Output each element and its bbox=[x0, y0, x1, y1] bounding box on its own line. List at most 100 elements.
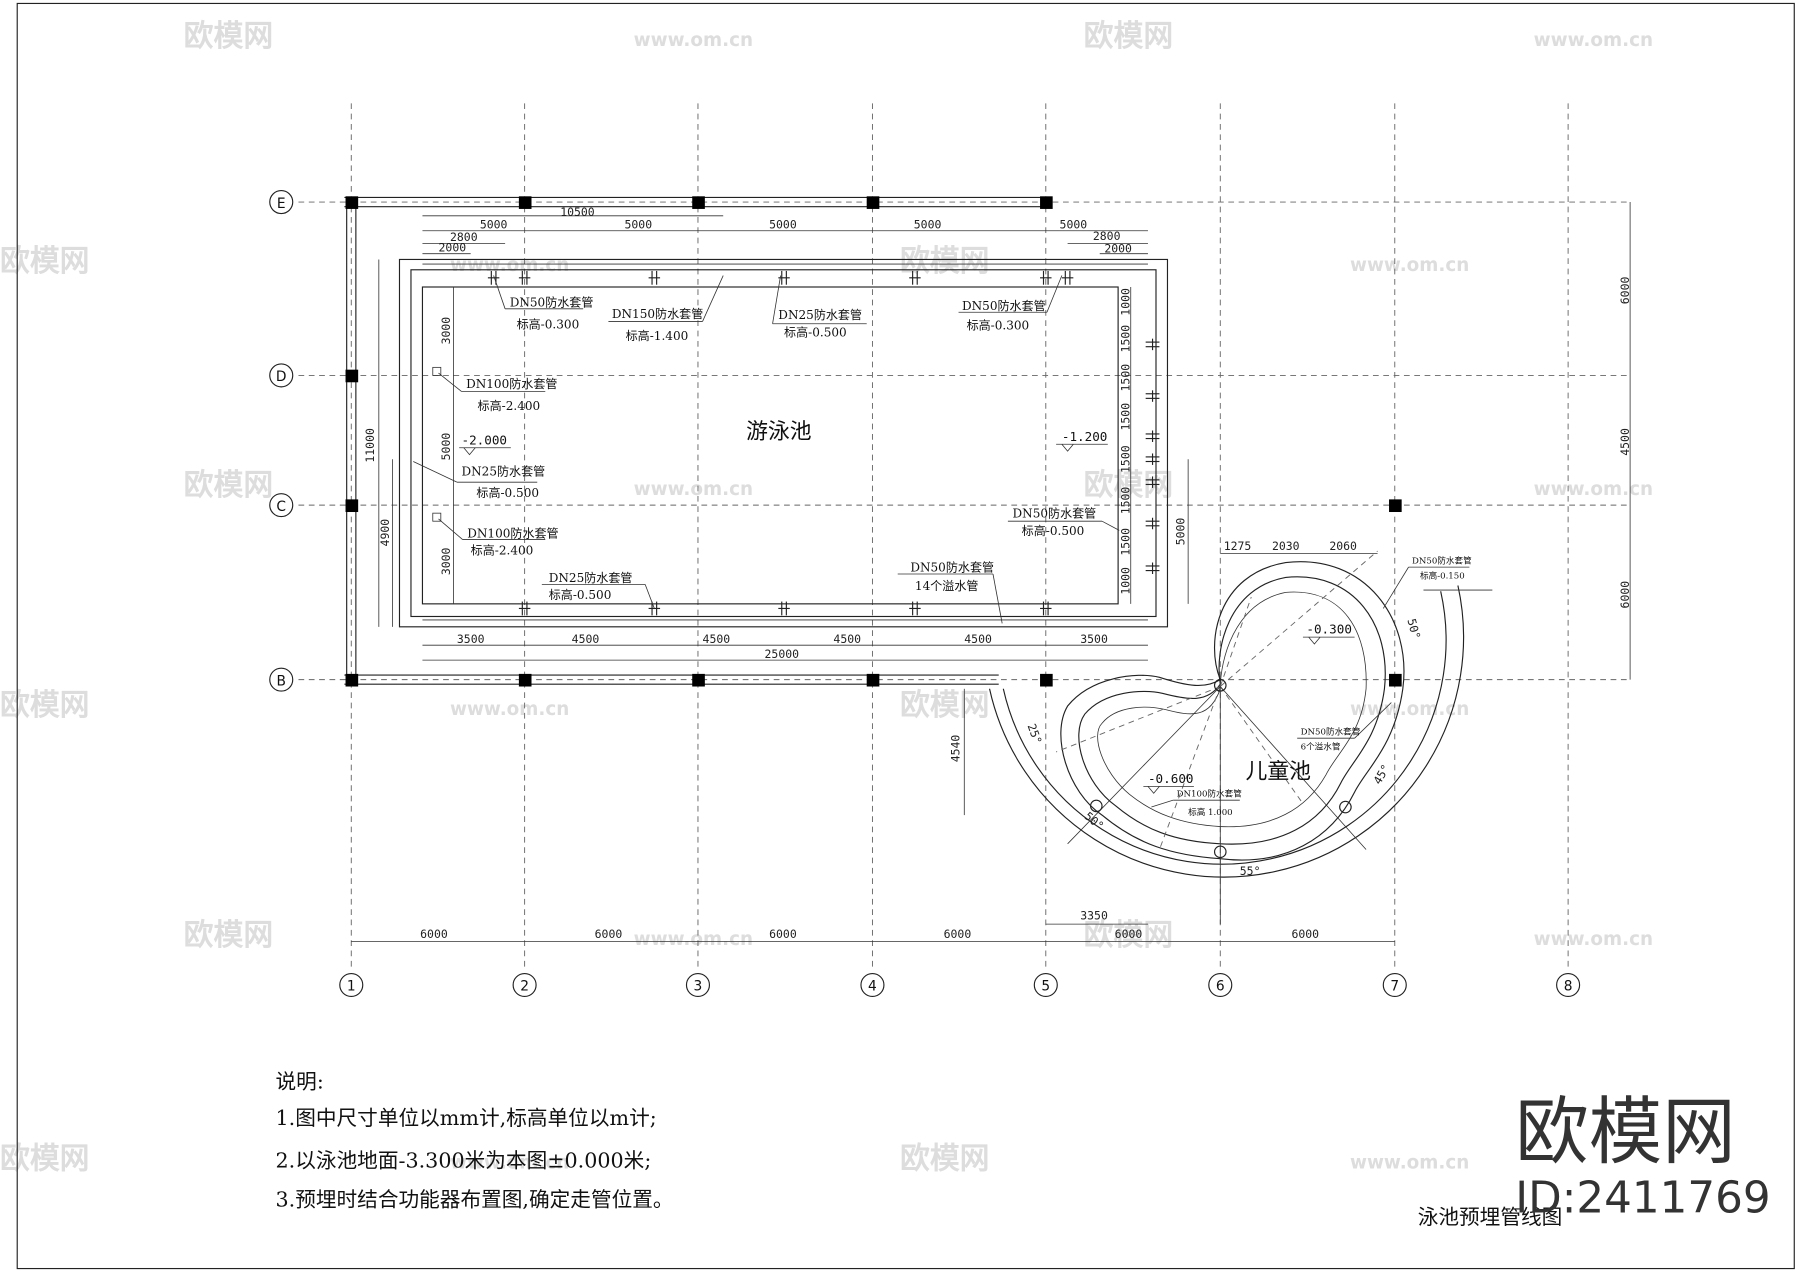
dim-top-right: 2800 bbox=[1093, 229, 1121, 243]
angle-label: 55° bbox=[1240, 864, 1261, 878]
dimension-texts: 10500 5000 5000 5000 5000 5000 2800 2000… bbox=[363, 205, 1632, 941]
angle-label: 25° bbox=[1025, 722, 1045, 746]
axis-row-e: E bbox=[277, 196, 286, 212]
dim-left: 11000 bbox=[363, 428, 377, 463]
watermark-tile: 欧模网 bbox=[1084, 468, 1173, 503]
note-item: 1.图中尺寸单位以mm计,标高单位以m计; bbox=[276, 1106, 657, 1130]
watermark-tile: www.om.cn bbox=[1534, 929, 1653, 950]
watermark-tile: 欧模网 bbox=[0, 688, 89, 723]
svg-text:DN150防水套管: DN150防水套管 bbox=[612, 306, 703, 321]
watermark-tile: www.om.cn bbox=[634, 479, 753, 500]
watermark-tile: www.om.cn bbox=[1350, 255, 1469, 276]
dim-pool-right: 1500 bbox=[1119, 364, 1133, 392]
notes: 说明: 1.图中尺寸单位以mm计,标高单位以m计; 2.以泳池地面-3.300米… bbox=[276, 1069, 674, 1211]
watermark-tile: www.om.cn bbox=[634, 30, 753, 51]
dim-axis-bottom: 6000 bbox=[1291, 927, 1319, 941]
watermark-tile: 欧模网 bbox=[900, 1142, 989, 1177]
dim-top-left: 2000 bbox=[439, 240, 467, 254]
dim-top-left: 2800 bbox=[450, 230, 478, 244]
angle-label: 45° bbox=[1370, 762, 1392, 787]
dim-top: 5000 bbox=[480, 217, 508, 231]
dim-pool-right: 1500 bbox=[1119, 528, 1133, 556]
dim-pool-right: 1500 bbox=[1119, 325, 1133, 353]
dim-bottom: 4500 bbox=[572, 632, 600, 646]
dim-pool-right: 1000 bbox=[1119, 288, 1133, 316]
structural-columns bbox=[345, 196, 1402, 687]
kids-pool-name: 儿童池 bbox=[1246, 759, 1311, 784]
dim-pool-right: 1000 bbox=[1119, 567, 1133, 595]
dimension-lines bbox=[351, 202, 1631, 942]
dim-left: 5000 bbox=[439, 433, 453, 461]
axis-col-8: 8 bbox=[1564, 979, 1573, 995]
elevation: -1.200 bbox=[1062, 429, 1108, 444]
dim-kids-top: 2030 bbox=[1272, 539, 1300, 553]
axis-row-c: C bbox=[276, 499, 286, 515]
watermark-tile: www.om.cn bbox=[1350, 1153, 1469, 1174]
svg-text:6个溢水管: 6个溢水管 bbox=[1301, 741, 1341, 753]
watermark-tile: 欧模网 bbox=[900, 244, 989, 279]
axis-row-d: D bbox=[276, 369, 287, 385]
watermark-tile: www.om.cn bbox=[1534, 30, 1653, 51]
dim-axis-bottom: 6000 bbox=[1115, 927, 1143, 941]
watermark-tile: 欧模网 bbox=[184, 918, 273, 953]
watermark-tile: 欧模网 bbox=[0, 244, 89, 279]
watermark-id: ID:2411769 bbox=[1515, 1173, 1770, 1223]
svg-text:标高-0.500: 标高-0.500 bbox=[549, 587, 612, 602]
note-item: 2.以泳池地面-3.300米为本图±0.000米; bbox=[276, 1149, 652, 1173]
watermark-tile: 欧模网 bbox=[900, 688, 989, 723]
svg-text:DN50防水套管: DN50防水套管 bbox=[1412, 555, 1472, 567]
svg-text:DN25防水套管: DN25防水套管 bbox=[461, 463, 545, 478]
svg-text:DN25防水套管: DN25防水套管 bbox=[549, 570, 633, 585]
dim-bottom: 4500 bbox=[964, 632, 992, 646]
axis-col-4: 4 bbox=[868, 979, 877, 995]
watermark-tile: www.om.cn bbox=[450, 699, 569, 720]
dim-axis-right: 4500 bbox=[1618, 428, 1632, 456]
svg-text:标高-2.400: 标高-2.400 bbox=[471, 542, 534, 557]
dim-kids-top: 2060 bbox=[1329, 539, 1357, 553]
kids-pool bbox=[988, 550, 1465, 925]
dim-bottom: 3500 bbox=[1080, 632, 1108, 646]
watermark-tile: 欧模网 bbox=[184, 19, 273, 54]
watermark-brand: 欧模网 bbox=[1515, 1090, 1735, 1175]
axis-col-2: 2 bbox=[520, 979, 529, 995]
watermark-tile: www.om.cn bbox=[450, 1153, 569, 1174]
svg-text:DN25防水套管: DN25防水套管 bbox=[778, 307, 862, 322]
notes-heading: 说明: bbox=[276, 1069, 324, 1093]
svg-text:标高-0.300: 标高-0.300 bbox=[967, 317, 1030, 332]
watermark-tile: www.om.cn bbox=[1350, 699, 1469, 720]
elevation-marks: -2.000 -1.200 -0.300 -0.600 bbox=[459, 429, 1355, 794]
svg-text:标高-2.400: 标高-2.400 bbox=[478, 398, 541, 413]
axis-col-3: 3 bbox=[694, 979, 703, 995]
watermark-tile: www.om.cn bbox=[634, 929, 753, 950]
watermark-tiles: 欧模网 www.om.cn 欧模网 www.om.cn 欧模网 www.om.cn 欧模网 w… bbox=[0, 19, 1653, 1177]
svg-text:标高-0.500: 标高-0.500 bbox=[784, 324, 847, 339]
dim-axis-bottom: 6000 bbox=[595, 927, 623, 941]
watermark-tile: www.om.cn bbox=[450, 255, 569, 276]
elevation: -2.000 bbox=[461, 432, 507, 447]
drawing-title: 泳池预埋管线图 bbox=[1418, 1205, 1563, 1229]
dim-kids-left: 4540 bbox=[949, 735, 963, 763]
angle-label: 50° bbox=[1405, 617, 1424, 641]
dim-kids-top: 1275 bbox=[1224, 539, 1252, 553]
svg-text:DN100防水套管: DN100防水套管 bbox=[1177, 788, 1243, 800]
svg-text:DN50防水套管: DN50防水套管 bbox=[1013, 506, 1097, 521]
dim-bottom: 4500 bbox=[703, 632, 731, 646]
watermark-tile: 欧模网 bbox=[1084, 19, 1173, 54]
svg-text:标高-1.400: 标高-1.400 bbox=[626, 328, 689, 343]
elevation: -0.600 bbox=[1148, 771, 1194, 786]
axis-col-7: 7 bbox=[1390, 979, 1399, 995]
dim-top: 5000 bbox=[1060, 217, 1088, 231]
dim-axis-right: 6000 bbox=[1618, 581, 1632, 609]
dim-pool-right: 1500 bbox=[1119, 487, 1133, 515]
dim-top-right: 2000 bbox=[1104, 242, 1132, 256]
svg-text:DN50防水套管: DN50防水套管 bbox=[910, 560, 994, 575]
